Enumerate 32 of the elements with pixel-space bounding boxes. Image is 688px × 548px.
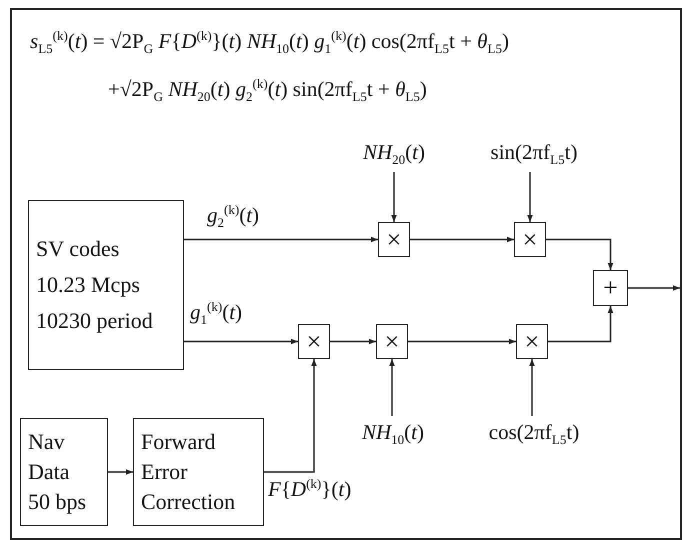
process-box: Nav Data 50 bps <box>20 418 108 526</box>
arrow <box>628 285 680 291</box>
arrow <box>548 306 614 342</box>
arrow <box>408 338 516 344</box>
edge-label: g$_{1}$$^{(k)}$(t) <box>190 299 242 328</box>
arrow <box>546 238 614 270</box>
operator-box: × <box>516 324 548 359</box>
arrow <box>108 469 133 475</box>
arrow <box>264 359 317 473</box>
operator-box: × <box>378 222 410 257</box>
signal-label: NH$_{20}$(t) <box>362 140 426 168</box>
arrow <box>391 172 397 222</box>
operator-box: × <box>514 222 546 257</box>
arrow <box>529 359 535 416</box>
arrow <box>184 338 298 344</box>
signal-label: cos(2πf$_{L5}$t) <box>488 420 580 448</box>
arrow <box>410 236 514 242</box>
operator-box: × <box>376 324 408 359</box>
operator-box: + <box>593 270 628 306</box>
signal-label: sin(2πf$_{L5}$t) <box>490 140 578 168</box>
arrow <box>184 236 378 242</box>
arrow <box>330 338 376 344</box>
process-box: SV codes 10.23 Mcps 10230 period <box>28 200 184 370</box>
equation-text: +√2P$_{G}$ NH$_{20}$(t) g$_{2}$$^{(k)}$(t) sin(2πf$_{L5}$t + θ$_{L5}$) <box>108 76 427 106</box>
arrow <box>527 172 533 222</box>
operator-box: × <box>298 324 330 359</box>
edge-label: F{D$^{(k)}$}(t) <box>268 476 352 502</box>
equation-text: s$_{L5}$$^{(k)}$(t) = √2P$_{G}$ F{D$^{(k)}$}(t) NH$_{10}$(t) g$_{1}$$^{(k)}$(t) cos(2πf$_{L5}$t + θ$_{L5}$) <box>30 28 509 58</box>
arrow <box>389 359 395 416</box>
edge-label: g$_{2}$$^{(k)}$(t) <box>207 202 260 232</box>
signal-label: NH$_{10}$(t) <box>362 420 424 448</box>
process-box: Forward Error Correction <box>133 418 264 526</box>
